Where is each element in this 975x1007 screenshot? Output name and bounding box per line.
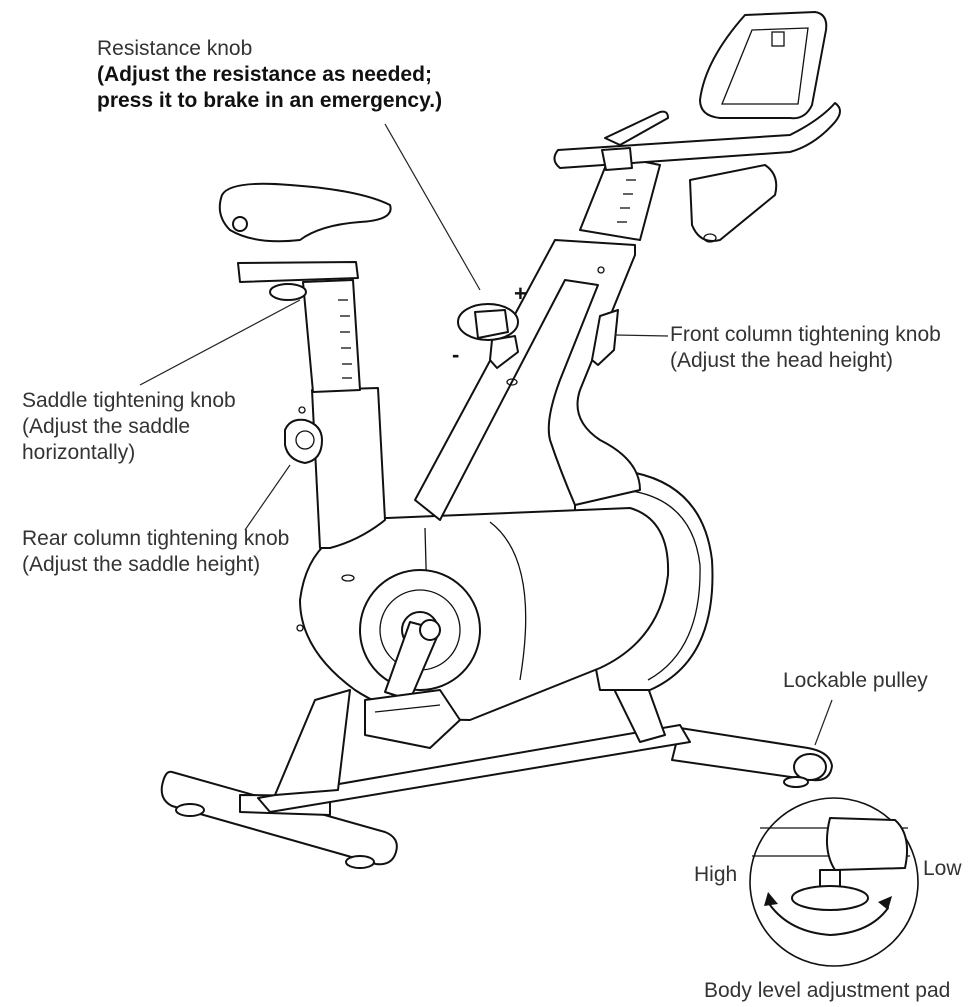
saddle [218,182,392,243]
seat-tube [311,387,386,549]
front-column-knob-title: Front column tightening knob [670,323,941,346]
level-pad-label: Body level adjustment pad [704,979,951,1002]
front-column-knob [591,309,619,366]
front-foot [671,727,833,788]
base-rail [257,724,691,813]
low-label: Low [923,857,962,880]
saddle-knob [284,418,323,464]
tablet-holder [699,11,828,120]
rear-column-knob-label: Rear column tightening knob (Adjust the … [22,526,289,578]
lockable-pulley-label: Lockable pulley [783,669,928,692]
resistance-knob-desc-2: press it to brake in an emergency.) [97,89,443,112]
handlebar [553,102,841,243]
resistance-knob [457,303,519,386]
saddle-knob-desc-2: horizontally) [22,441,136,464]
resistance-knob-desc-1: (Adjust the resistance as needed; [97,63,432,86]
front-column [414,239,641,521]
crank-pedal [364,619,461,749]
saddle-rail [237,261,359,283]
rear-column-knob-desc: (Adjust the saddle height) [22,553,261,576]
front-column-knob-label: Front column tightening knob (Adjust the… [670,322,941,374]
front-column-knob-desc: (Adjust the head height) [670,349,893,372]
rear-column-knob-title: Rear column tightening knob [22,527,290,550]
saddle-knob-label: Saddle tightening knob (Adjust the saddl… [22,388,236,466]
resistance-knob-title: Resistance knob [97,37,253,60]
handlebar-stem [579,154,661,241]
saddle-knob-title: Saddle tightening knob [22,389,236,412]
high-label: High [694,863,738,886]
rear-leg [274,689,351,796]
resistance-knob-label: Resistance knob (Adjust the resistance a… [97,36,442,114]
resistance-plus-symbol: + [514,281,527,306]
leader-lines [139,123,833,746]
seat-post [302,279,361,393]
zoom-inset [749,797,919,967]
saddle-knob-desc-1: (Adjust the saddle [22,415,191,438]
resistance-minus-symbol: - [452,342,460,367]
